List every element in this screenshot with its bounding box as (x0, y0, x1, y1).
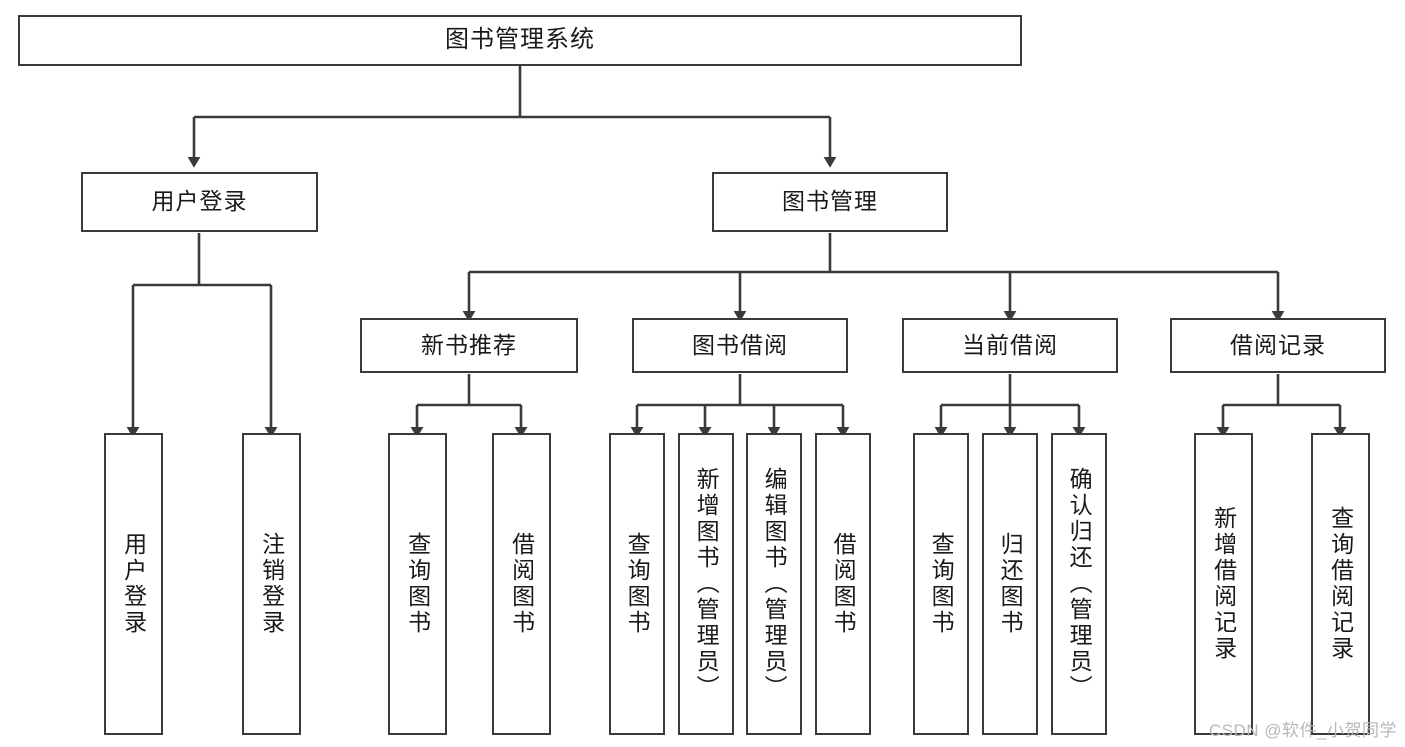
leaf-return-book[interactable]: 归还图书 (982, 433, 1038, 735)
node-label: 借阅图书 (830, 532, 857, 636)
leaf-query-book-current[interactable]: 查询图书 (913, 433, 969, 735)
node-label: 注销登录 (258, 532, 285, 636)
leaf-logout-login[interactable]: 注销登录 (242, 433, 301, 735)
node-label: 借阅记录 (1230, 331, 1326, 358)
node-label: 编辑图书（管理员） (761, 467, 788, 701)
node-label: 新增图书（管理员） (693, 467, 720, 701)
node-label: 用户登录 (120, 532, 147, 636)
leaf-add-borrow-record[interactable]: 新增借阅记录 (1194, 433, 1253, 735)
node-label: 确认归还（管理员） (1066, 467, 1093, 701)
node-label: 图书借阅 (692, 331, 788, 358)
leaf-borrow-book-borrow[interactable]: 借阅图书 (815, 433, 871, 735)
node-label: 归还图书 (997, 532, 1024, 636)
node-root-book-management-system[interactable]: 图书管理系统 (18, 15, 1022, 66)
node-label: 新书推荐 (421, 331, 517, 358)
node-label: 查询图书 (404, 532, 431, 636)
leaf-add-book-admin[interactable]: 新增图书（管理员） (678, 433, 734, 735)
node-current-borrow[interactable]: 当前借阅 (902, 318, 1118, 373)
csdn-watermark: CSDN @软件_小贺同学 (1208, 721, 1397, 740)
leaf-user-login[interactable]: 用户登录 (104, 433, 163, 735)
leaf-query-borrow-record[interactable]: 查询借阅记录 (1311, 433, 1370, 735)
leaf-confirm-return-admin[interactable]: 确认归还（管理员） (1051, 433, 1107, 735)
node-new-book-recommend[interactable]: 新书推荐 (360, 318, 578, 373)
node-label: 查询图书 (624, 532, 651, 636)
node-label: 借阅图书 (508, 532, 535, 636)
node-label: 图书管理 (782, 188, 878, 215)
leaf-borrow-book-new-rec[interactable]: 借阅图书 (492, 433, 551, 735)
leaf-query-book-borrow[interactable]: 查询图书 (609, 433, 665, 735)
leaf-edit-book-admin[interactable]: 编辑图书（管理员） (746, 433, 802, 735)
node-label: 查询借阅记录 (1327, 506, 1354, 662)
node-borrow-record[interactable]: 借阅记录 (1170, 318, 1386, 373)
node-label: 查询图书 (928, 532, 955, 636)
node-label: 图书管理系统 (445, 26, 595, 54)
leaf-query-book-new-rec[interactable]: 查询图书 (388, 433, 447, 735)
node-book-manage[interactable]: 图书管理 (712, 172, 948, 232)
node-user-login[interactable]: 用户登录 (81, 172, 318, 232)
node-book-borrow[interactable]: 图书借阅 (632, 318, 848, 373)
node-label: 新增借阅记录 (1210, 506, 1237, 662)
node-label: 当前借阅 (962, 331, 1058, 358)
node-label: 用户登录 (151, 188, 248, 215)
